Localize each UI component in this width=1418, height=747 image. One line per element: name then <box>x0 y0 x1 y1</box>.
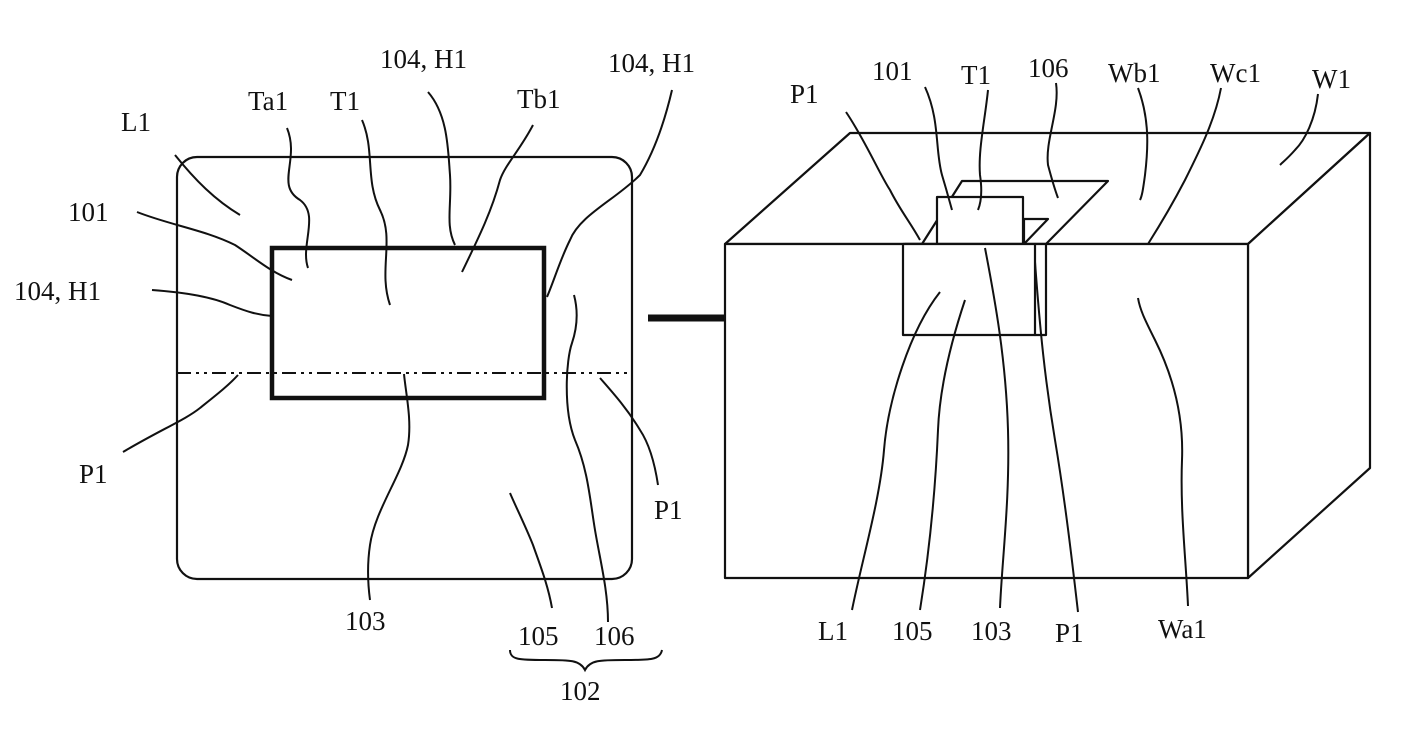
label-sheet-outline <box>177 157 632 579</box>
label-102: 102 <box>560 676 601 706</box>
leader-101 <box>137 212 292 280</box>
leader-103 <box>368 374 409 600</box>
label-106: 106 <box>594 621 635 651</box>
leader-p1-right <box>600 378 658 485</box>
label-p1-top: P1 <box>790 79 819 109</box>
label-101: 101 <box>68 197 109 227</box>
label-105: 105 <box>518 621 559 651</box>
label-t1-right: T1 <box>961 60 991 90</box>
label-l1: L1 <box>121 107 151 137</box>
leader-h1-left <box>152 290 272 316</box>
leader-h1-right <box>547 90 672 297</box>
label-wa1: Wa1 <box>1158 614 1207 644</box>
brace-102 <box>510 650 662 670</box>
label-h1-right: 104, H1 <box>608 48 695 78</box>
label-h1-top: 104, H1 <box>380 44 467 74</box>
leader-l1 <box>175 155 240 215</box>
label-p1-right: P1 <box>654 495 683 525</box>
label-p1-bottom: P1 <box>1055 618 1084 648</box>
label-l1-right: L1 <box>818 616 848 646</box>
label-w1: W1 <box>1312 64 1351 94</box>
label-103-right: 103 <box>971 616 1012 646</box>
leader-105 <box>510 493 552 608</box>
label-wc1: Wc1 <box>1210 58 1261 88</box>
label-105-right: 105 <box>892 616 933 646</box>
label-106-right: 106 <box>1028 53 1069 83</box>
label-tb1: Tb1 <box>517 84 561 114</box>
label-101-right: 101 <box>872 56 913 86</box>
label-front-section-105 <box>903 244 1046 335</box>
label-t1: T1 <box>330 86 360 116</box>
label-wb1: Wb1 <box>1108 58 1160 88</box>
leader-p1-left <box>123 375 238 452</box>
label-103: 103 <box>345 606 386 636</box>
leader-106 <box>567 295 608 622</box>
window-frame-thick <box>272 248 544 398</box>
label-ta1: Ta1 <box>248 86 288 116</box>
left-view: L1 Ta1 T1 104, H1 Tb1 104, H1 101 104, H… <box>14 44 695 706</box>
leader-t1 <box>362 120 390 305</box>
label-p1-left: P1 <box>79 459 108 489</box>
right-view: P1 101 T1 106 Wb1 Wc1 W1 L1 105 103 P1 W… <box>725 53 1370 648</box>
label-h1-left: 104, H1 <box>14 276 101 306</box>
leader-h1-top <box>428 92 455 245</box>
